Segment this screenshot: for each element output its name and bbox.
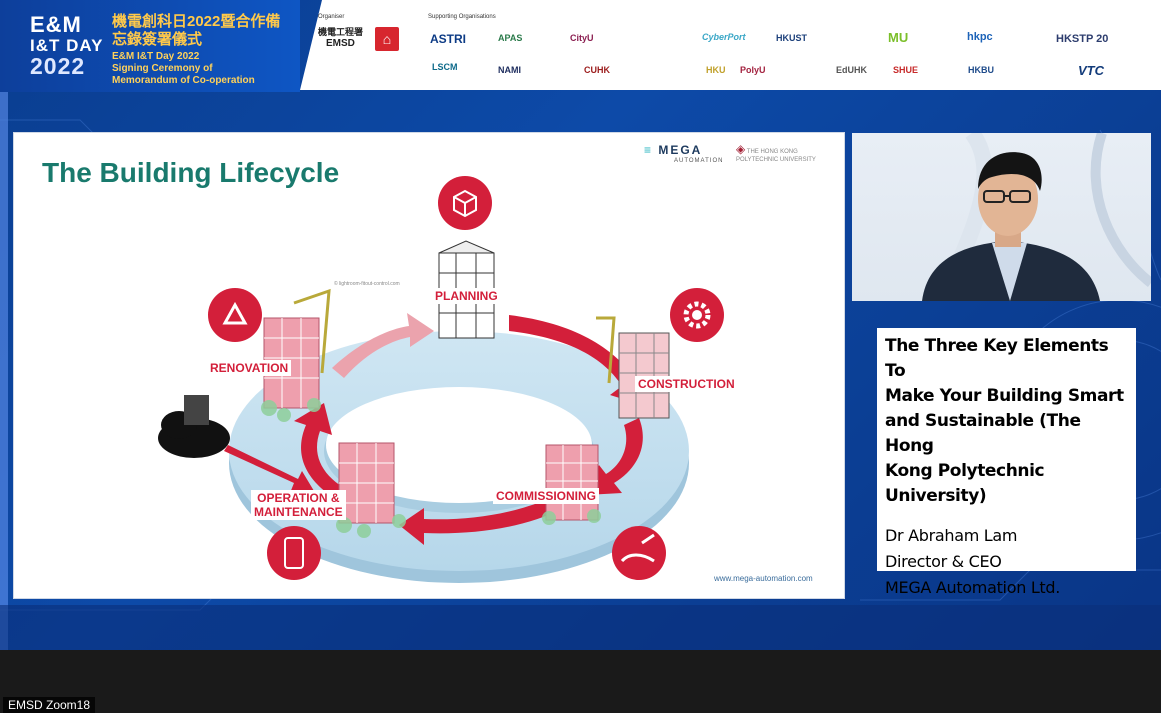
supporter-logo: HKSTP 20 bbox=[1056, 33, 1109, 45]
supporter-logo: PolyU bbox=[740, 65, 766, 75]
stage-label-commissioning: COMMISSIONING bbox=[493, 488, 600, 504]
supporter-logo: hkpc bbox=[967, 31, 993, 43]
arrow-commissioning-operation bbox=[399, 495, 564, 545]
zoom-video-area bbox=[0, 650, 1161, 713]
slide-title: The Building Lifecycle bbox=[42, 157, 340, 188]
supporter-logo: VTC bbox=[1078, 63, 1104, 78]
supporter-logo: LSCM bbox=[432, 62, 458, 72]
supporter-logo: CityU bbox=[570, 33, 594, 43]
supporter-logo: SHUE bbox=[893, 65, 919, 75]
mega-automation-logo: ≡ MEGA bbox=[644, 143, 703, 157]
planning-box-icon bbox=[438, 176, 492, 230]
mega-logo-sub: AUTOMATION bbox=[674, 158, 724, 164]
arrow-demolition bbox=[224, 445, 314, 493]
supporter-logo: CyberPort bbox=[702, 32, 746, 42]
arrow-renovation-planning bbox=[332, 313, 434, 378]
emsd-emblem-icon: ⌂ bbox=[375, 27, 399, 51]
event-banner: E&M I&T DAY 2022 機電創科日2022暨合作備忘錄簽署儀式 E&M… bbox=[0, 0, 1161, 92]
stage-label-operation: OPERATION & MAINTENANCE bbox=[251, 490, 346, 520]
supporter-logo: HKUST bbox=[776, 33, 807, 43]
supporter-logo: CUHK bbox=[584, 65, 610, 75]
slide-footer-url: www.mega-automation.com bbox=[714, 574, 813, 583]
shared-slide: The Building Lifecycle ≡ MEGA AUTOMATION… bbox=[13, 132, 845, 599]
supporter-logo: MU bbox=[888, 30, 909, 45]
conference-stage: E&M I&T DAY 2022 機電創科日2022暨合作備忘錄簽署儀式 E&M… bbox=[0, 0, 1161, 650]
image-credit: © lightroom-fitout-control.com bbox=[334, 281, 400, 287]
stage-label-renovation: RENOVATION bbox=[207, 360, 292, 376]
em-it-day-logo: E&M I&T DAY 2022 bbox=[30, 12, 104, 79]
supporting-label: Supporting Organisations bbox=[428, 14, 496, 20]
sponsor-strip bbox=[300, 0, 1161, 90]
organiser-label: Organiser bbox=[318, 14, 345, 20]
commissioning-building-icon bbox=[545, 444, 599, 521]
mobile-phone-icon bbox=[267, 526, 321, 580]
supporter-logo: HKBU bbox=[968, 65, 994, 75]
supporter-logo: ASTRI bbox=[430, 32, 466, 46]
hand-tool-icon bbox=[612, 526, 666, 580]
speaker-role: Director & CEO bbox=[885, 552, 1002, 571]
stage-label-planning: PLANNING bbox=[432, 288, 501, 304]
arrow-operation-renovation bbox=[294, 403, 344, 498]
talk-caption-card: The Three Key Elements To Make Your Buil… bbox=[877, 328, 1136, 597]
polyu-logo: ◈ THE HONG KONG POLYTECHNIC UNIVERSITY bbox=[736, 142, 816, 163]
arrow-construction-commissioning bbox=[586, 418, 643, 495]
event-title-zh: 機電創科日2022暨合作備忘錄簽署儀式 bbox=[112, 13, 281, 48]
speaker-figure bbox=[922, 133, 1151, 301]
gear-icon bbox=[670, 288, 724, 342]
stage-label-construction: CONSTRUCTION bbox=[635, 376, 738, 392]
operation-building-icon bbox=[338, 442, 395, 524]
supporter-logo: HKU bbox=[706, 65, 726, 75]
supporter-logo: EdUHK bbox=[836, 65, 867, 75]
event-title-en: E&M I&T Day 2022 Signing Ceremony of Mem… bbox=[112, 51, 255, 86]
participant-name-label: EMSD Zoom18 bbox=[3, 697, 96, 713]
supporter-logo: NAMI bbox=[498, 65, 521, 75]
landscape-shrubs bbox=[261, 398, 601, 538]
lifecycle-diagram bbox=[158, 176, 724, 583]
renovation-building-icon bbox=[263, 288, 331, 409]
demolition-rubble-icon bbox=[158, 395, 230, 458]
speaker-company: MEGA Automation Ltd. bbox=[885, 578, 1061, 597]
speaker-video[interactable] bbox=[852, 133, 1151, 301]
supporter-logo: APAS bbox=[498, 33, 523, 43]
emsd-logo: 機電工程署 EMSD bbox=[318, 27, 364, 49]
speaker-name: Dr Abraham Lam bbox=[885, 526, 1018, 545]
recycle-icon bbox=[208, 288, 262, 342]
talk-title: The Three Key Elements To Make Your Buil… bbox=[885, 336, 1124, 506]
event-branding: E&M I&T DAY 2022 機電創科日2022暨合作備忘錄簽署儀式 E&M… bbox=[0, 0, 300, 92]
construction-building-icon bbox=[596, 316, 670, 419]
